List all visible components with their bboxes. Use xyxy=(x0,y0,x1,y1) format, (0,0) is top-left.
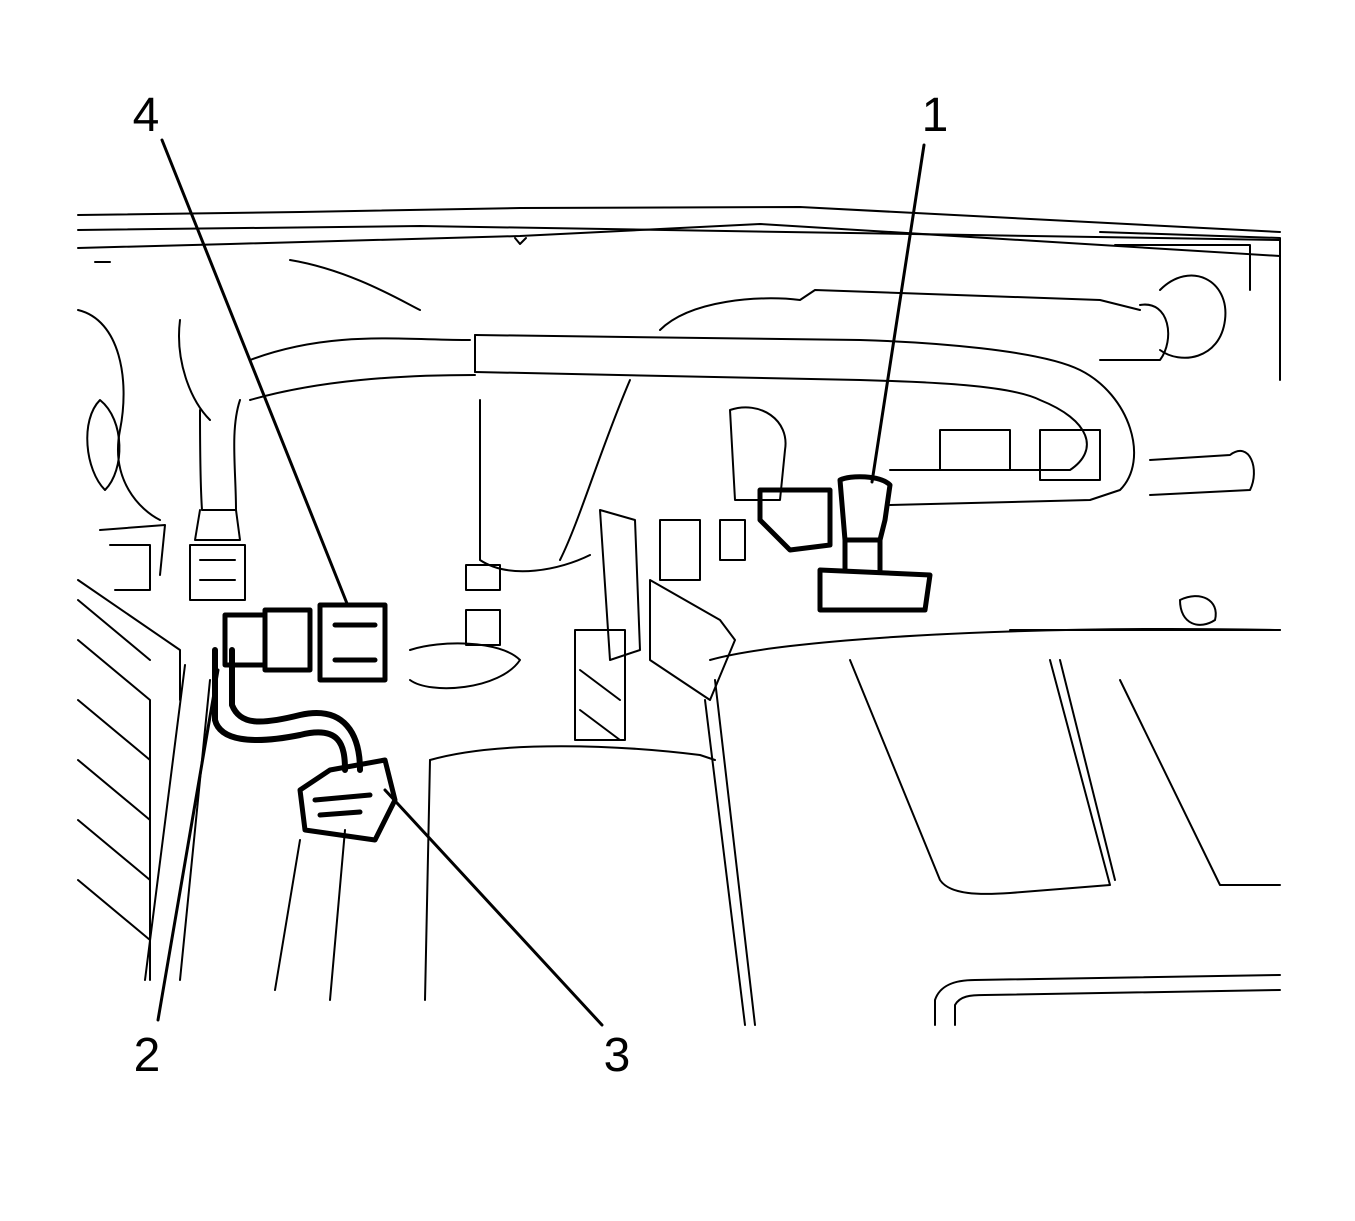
wiring-harness xyxy=(212,647,363,773)
cowl-panel xyxy=(77,206,1281,381)
vertical-hose xyxy=(189,399,246,601)
bracket xyxy=(574,509,736,741)
callout-1: 1 xyxy=(921,89,949,142)
leader-line-1 xyxy=(870,143,926,484)
connector-1 xyxy=(757,474,933,613)
connector-4 xyxy=(222,602,388,683)
leader-line-3 xyxy=(383,788,604,1027)
engine-cover xyxy=(274,628,1281,1026)
callout-4: 4 xyxy=(132,89,160,142)
leader-line-4 xyxy=(160,138,350,608)
leader-line-2 xyxy=(156,668,220,1022)
callout-3: 3 xyxy=(603,1029,631,1082)
cross-tube xyxy=(474,274,1227,506)
callout-2: 2 xyxy=(133,1029,161,1082)
connector-3 xyxy=(297,757,398,843)
leader-lines xyxy=(156,138,926,1027)
right-components xyxy=(659,406,1281,631)
center-panel xyxy=(249,259,631,690)
left-structure xyxy=(77,309,211,981)
